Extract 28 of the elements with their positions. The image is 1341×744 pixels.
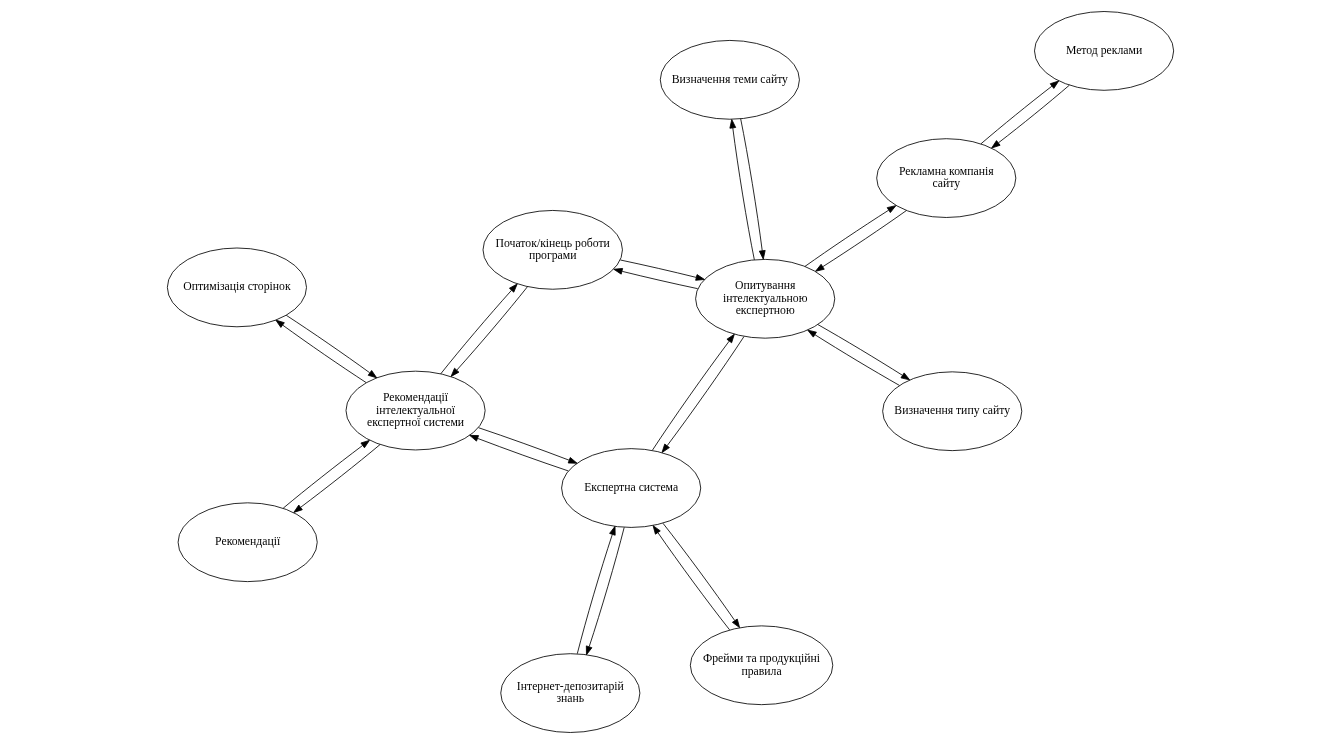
arrow (815, 210, 907, 272)
arrow (576, 525, 616, 655)
arrow (285, 314, 378, 379)
arrow (662, 522, 740, 628)
arrow (469, 434, 569, 472)
arrow (478, 427, 578, 464)
node-ellipse: Фрейми та продукційні правила (689, 625, 834, 706)
arrow (804, 205, 897, 267)
node-ellipse: Інтернет-депозитарій знань (500, 653, 641, 733)
arrow (613, 268, 699, 290)
arrow (991, 84, 1070, 149)
arrow (817, 324, 911, 381)
arrow (661, 336, 745, 453)
arrow (807, 329, 900, 386)
arrow (652, 525, 730, 631)
arrow (450, 286, 528, 377)
arrow (740, 118, 766, 260)
arrow (585, 527, 625, 656)
arrow (293, 444, 381, 513)
arrow (729, 119, 755, 261)
arrow (440, 283, 518, 375)
arrow (275, 319, 367, 384)
arrow (651, 333, 735, 451)
node-ellipse: Визначення теми сайту (659, 40, 800, 120)
arrow (980, 80, 1060, 145)
node-ellipse: Експертна система (561, 448, 702, 528)
arrow (282, 439, 370, 509)
arrow (619, 259, 705, 281)
